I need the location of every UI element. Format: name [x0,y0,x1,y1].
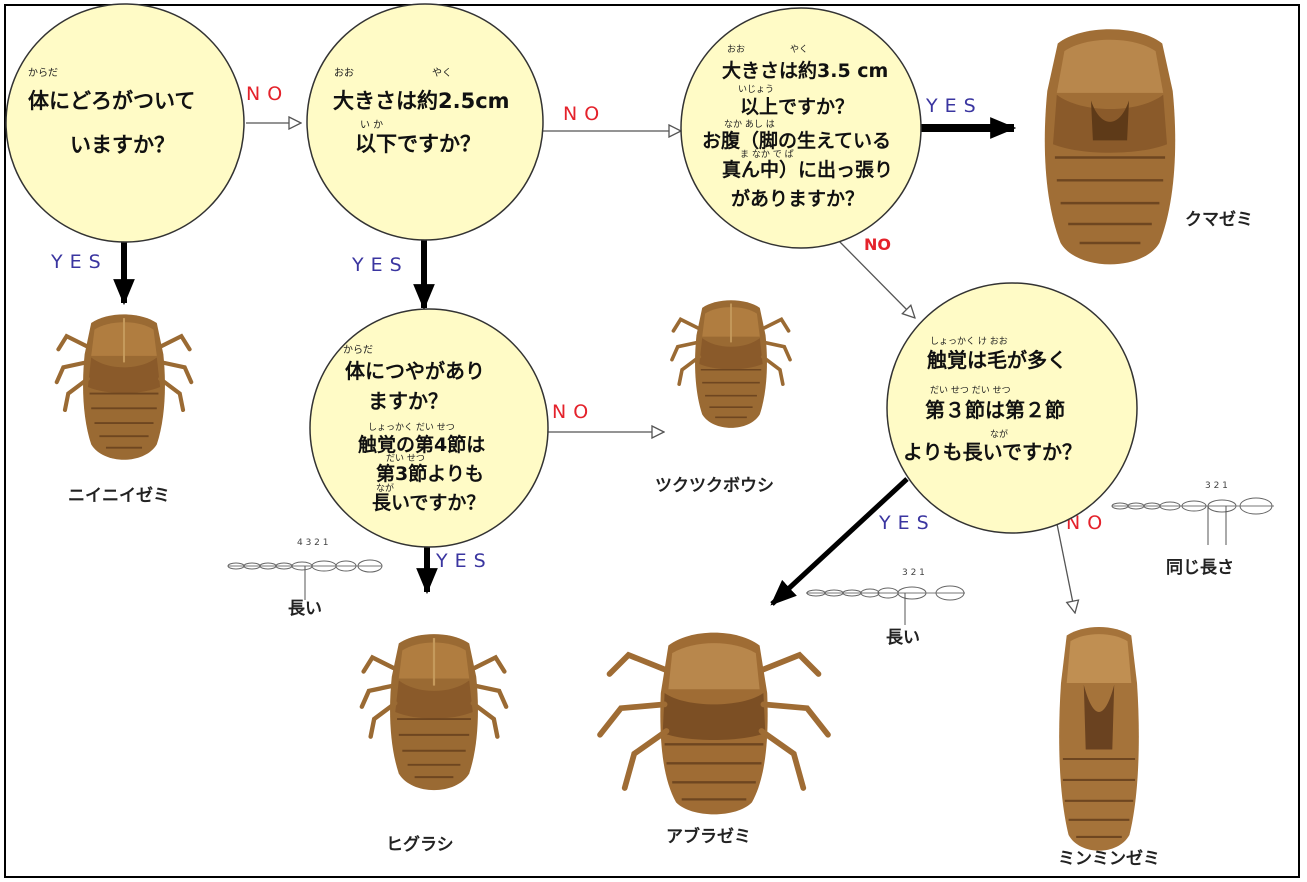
niiniizemi-image [57,314,191,459]
ruby: い か [360,119,383,131]
species-minminzemi: ミンミンゼミ [1058,848,1160,869]
ruby: なか あし は [724,119,775,130]
question-text: 触覚は毛が多く [927,348,1067,372]
species-higurashi: ヒグラシ [386,834,454,855]
question-5: しょっかく け おお 触覚は毛が多く だい せつ だい せつ 第３節は第２節 な… [887,283,1137,533]
question-text: 体にどろがついて [28,89,195,113]
question-1: からだ 体にどろがついて いますか？ [6,4,244,242]
q1-yes-label: YES [50,251,108,273]
aburazemi-image [600,633,828,815]
question-text: 触覚の第4節は [358,433,485,456]
antenna-label: 同じ長さ [1166,558,1234,578]
higurashi-image [362,634,506,790]
ruby: おお [334,67,354,79]
question-text: 真ん中）に出っ張り [722,158,893,181]
question-text: 体につやがあり [345,359,485,383]
ruby: なが [990,428,1008,440]
ruby: しょっかく け おお [930,336,1008,347]
ruby: いじょう [738,84,774,95]
question-4: からだ 体につやがあり ますか？ しょっかく だい せつ 触覚の第4節は だい … [310,309,548,547]
species-niiniizemi: ニイニイゼミ [68,485,170,506]
minminzemi-image [1059,627,1139,851]
question-text: 第3節よりも [376,462,484,485]
q2-yes-label: YES [351,254,409,276]
question-circle [307,4,543,240]
antenna-diagram-3: 3 2 1 同じ長さ [1112,481,1274,578]
antenna-label: 長い [288,599,322,619]
question-text: お腹（脚の生えている [702,129,891,152]
tsukutsukuboushi-image [672,300,790,428]
kumazemi-image [1045,29,1175,264]
question-text: 大きさは約3.5 cm [722,59,888,82]
ruby: だい せつ だい せつ [930,385,1011,396]
ruby: からだ [343,344,373,356]
species-tsukutsukuboushi: ツクツクボウシ [655,476,774,496]
antenna-numbers: 3 2 1 [1205,481,1228,491]
ruby: やく [432,67,452,79]
ruby: おお [727,44,745,55]
question-text: 第３節は第２節 [925,398,1065,422]
q4-yes-label: YES [435,550,493,572]
question-text: がありますか？ [731,187,864,210]
q3-yes-label: YES [925,95,983,117]
question-text: よりも長いですか？ [903,440,1082,464]
antenna-label: 長い [886,628,920,648]
arrow-q5-yes [772,479,907,604]
question-text: 以下ですか？ [355,132,481,156]
question-text: 大きさは約2.5cm [333,89,510,113]
ruby: からだ [28,67,58,79]
q1-no-label: NO [246,83,289,105]
antenna-numbers: 3 2 1 [902,568,925,578]
question-text: 以上ですか？ [740,96,854,118]
species-kumazemi: クマゼミ [1185,209,1253,230]
question-2: おお やく 大きさは約2.5cm い か 以下ですか？ [307,4,543,240]
question-text: 長いですか？ [372,492,485,514]
question-circle [681,8,921,248]
antenna-numbers: 4 3 2 1 [297,538,329,548]
question-3: おお やく 大きさは約3.5 cm いじょう 以上ですか？ なか あし は お腹… [681,8,921,248]
species-aburazemi: アブラゼミ [666,826,751,847]
antenna-diagram-1: 4 3 2 1 長い [228,538,382,619]
question-circle [6,4,244,242]
q2-no-label: NO [563,103,606,125]
question-text: ますか？ [368,389,448,413]
q5-yes-label: YES [878,512,936,534]
antenna-diagram-2: 3 2 1 長い [806,568,965,648]
question-text: いますか？ [70,133,175,157]
q4-no-label: NO [552,401,595,423]
ruby: やく [790,44,808,55]
ruby: しょっかく だい せつ [368,422,455,433]
q3-no-label: NO [864,235,891,254]
